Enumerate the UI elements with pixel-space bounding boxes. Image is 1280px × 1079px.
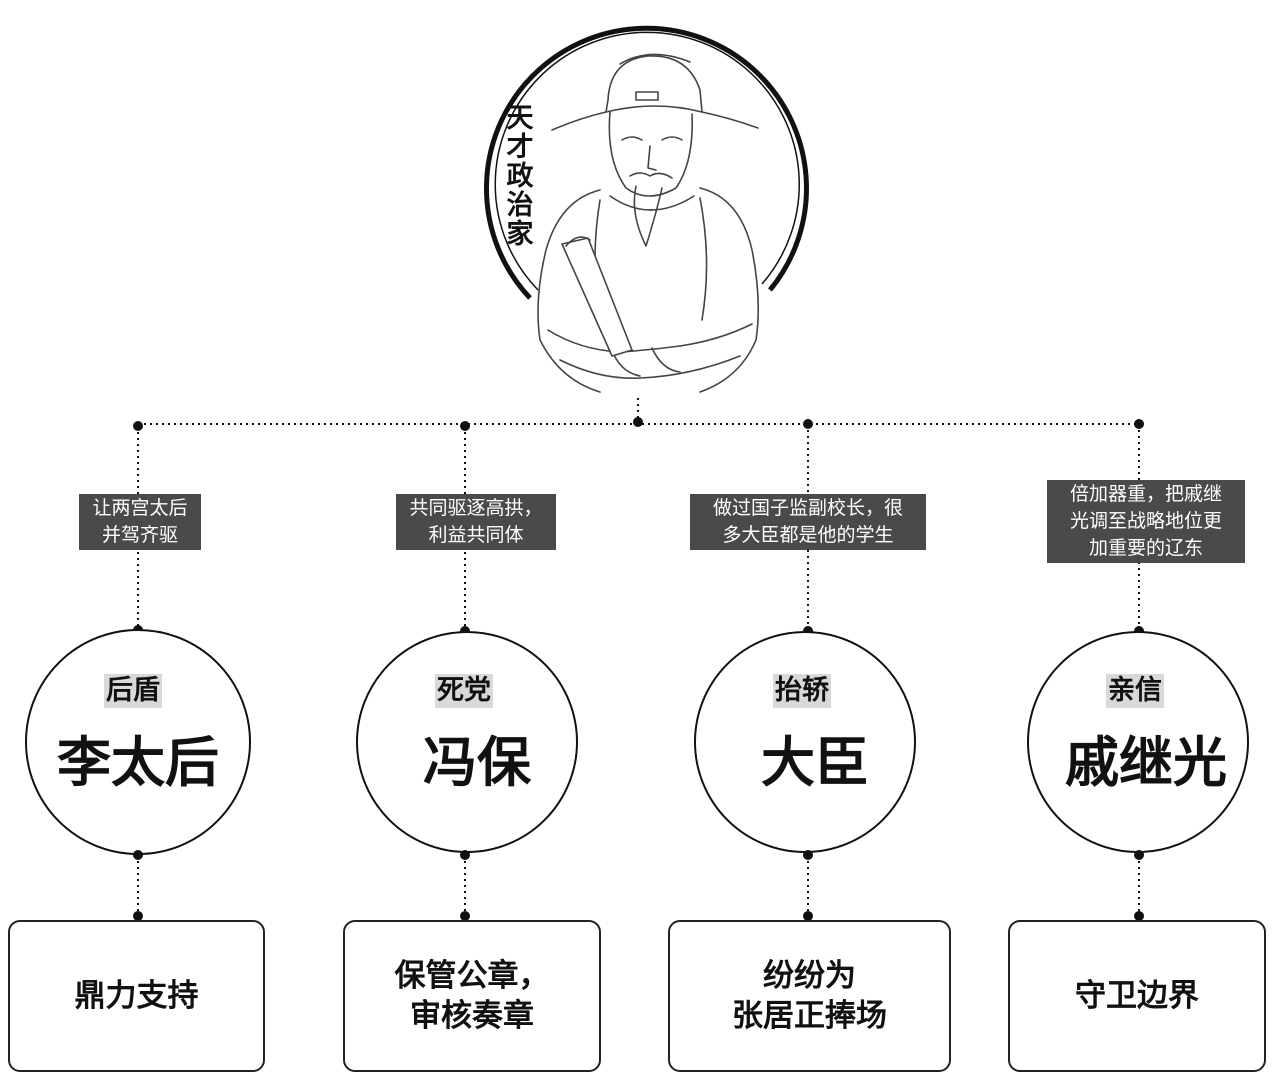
branch-1-role-tag: 后盾 bbox=[104, 674, 162, 708]
center-title: 天 才 政 治 家 bbox=[500, 104, 540, 249]
official-portrait-icon bbox=[537, 53, 760, 393]
branch-4-node-name: 戚继光 bbox=[1065, 730, 1227, 794]
center-title-char: 才 bbox=[506, 132, 534, 163]
relation-label-line: 并驾齐驱 bbox=[101, 524, 178, 546]
branch-2 bbox=[356, 421, 578, 921]
trunk-dot bbox=[633, 417, 643, 427]
branch-2-role-tag: 死党 bbox=[435, 674, 493, 708]
branch-4-result-box: 守卫边界 bbox=[1008, 920, 1266, 1072]
branch-3 bbox=[694, 419, 916, 921]
branch-1-result-box: 鼎力支持 bbox=[8, 920, 265, 1072]
trunk-connector bbox=[138, 398, 1139, 427]
center-title-char: 政 bbox=[506, 161, 534, 192]
result-line: 纷纷为 bbox=[763, 958, 856, 994]
branch-3-role-tag: 抬轿 bbox=[773, 674, 831, 708]
branch-4-relation-label: 倍加器重，把戚继 光调至战略地位更 加重要的辽东 bbox=[1047, 480, 1245, 563]
relation-label-line: 共同驱逐高拱， bbox=[409, 497, 543, 519]
portrait-frame bbox=[484, 25, 809, 300]
result-line: 保管公章， bbox=[394, 958, 550, 994]
relation-label-line: 利益共同体 bbox=[428, 524, 524, 546]
branch-2-relation-label: 共同驱逐高拱， 利益共同体 bbox=[396, 494, 556, 550]
result-line: 守卫边界 bbox=[1075, 978, 1199, 1014]
branch-2-box-dot bbox=[460, 911, 470, 921]
branch-1-box-dot bbox=[133, 911, 143, 921]
center-title-char: 天 bbox=[506, 103, 534, 134]
center-title-char: 家 bbox=[506, 219, 534, 250]
result-line: 鼎力支持 bbox=[74, 978, 199, 1014]
relation-label-line: 做过国子监副校长，很 bbox=[712, 497, 903, 519]
branch-3-result-box: 纷纷为 张居正捧场 bbox=[668, 920, 951, 1072]
branch-3-box-dot bbox=[803, 911, 813, 921]
branch-3-node-name: 大臣 bbox=[761, 730, 869, 794]
branch-4-box-dot bbox=[1134, 911, 1144, 921]
relation-label-line: 光调至战略地位更 bbox=[1069, 510, 1222, 532]
branch-2-node-name: 冯保 bbox=[423, 730, 531, 794]
relation-label-line: 倍加器重，把戚继 bbox=[1069, 483, 1222, 505]
branch-1-node-name: 李太后 bbox=[57, 730, 219, 794]
portrait-ring-inner bbox=[494, 31, 800, 291]
branch-1-relation-label: 让两宫太后 并驾齐驱 bbox=[79, 494, 201, 550]
portrait-ring-outer bbox=[484, 25, 809, 300]
relation-label-line: 加重要的辽东 bbox=[1088, 537, 1203, 559]
center-title-char: 治 bbox=[506, 190, 534, 221]
result-line: 张居正捧场 bbox=[732, 998, 887, 1034]
relation-label-line: 多大臣都是他的学生 bbox=[722, 524, 894, 546]
relation-label-line: 让两宫太后 bbox=[92, 497, 188, 519]
branch-3-relation-label: 做过国子监副校长，很 多大臣都是他的学生 bbox=[690, 494, 926, 550]
branch-1 bbox=[25, 421, 251, 921]
branch-4-role-tag: 亲信 bbox=[1106, 674, 1164, 708]
branch-2-result-box: 保管公章， 审核奏章 bbox=[343, 920, 601, 1072]
result-line: 审核奏章 bbox=[410, 998, 534, 1034]
